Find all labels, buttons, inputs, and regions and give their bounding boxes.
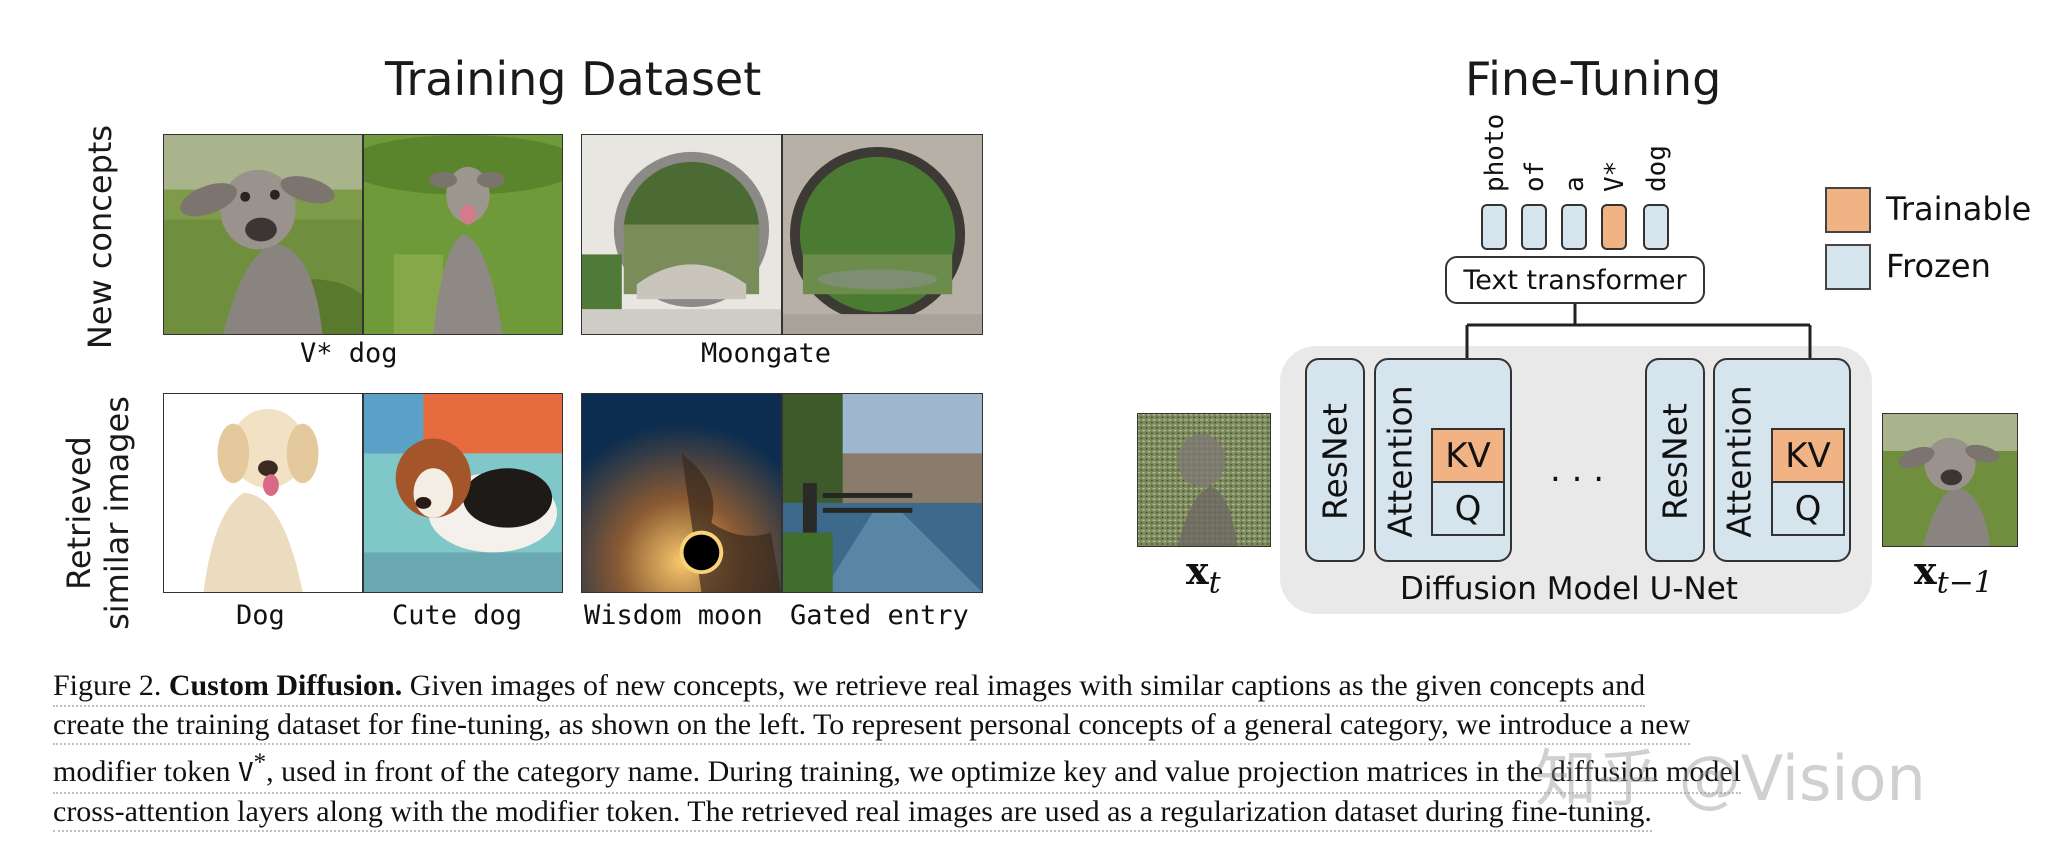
attention-label-2: Attention: [1719, 385, 1759, 538]
caption-text-1: Given images of new concepts, we retriev…: [402, 669, 1646, 702]
image-denoised-output: [1882, 413, 2018, 547]
caption-wisdom-moon: Wisdom moon: [584, 600, 763, 631]
token-photo: [1481, 204, 1507, 250]
legend-label-trainable: Trainable: [1886, 190, 2032, 228]
q-block-1: Q: [1431, 481, 1505, 536]
caption-line-4: cross-attention layers along with the mo…: [53, 794, 1652, 832]
legend-swatch-trainable: [1825, 187, 1871, 233]
fine-tuning-title: Fine-Tuning: [1465, 52, 1722, 106]
q-block-2: Q: [1771, 481, 1845, 536]
image-moongate-2: [782, 134, 983, 335]
attention-label-1: Attention: [1380, 385, 1420, 538]
x-t-label: xt: [1186, 548, 1221, 601]
caption-line-2: create the training dataset for fine-tun…: [53, 707, 1691, 745]
caption-dog: Dog: [236, 600, 285, 631]
token-of: [1521, 204, 1547, 250]
caption-line-3: modifier token V*, used in front of the …: [53, 745, 1741, 794]
text-transformer-box: Text transformer: [1445, 256, 1705, 304]
kv-block-1: KV: [1431, 428, 1505, 483]
resnet-block-1: [1305, 358, 1365, 562]
legend-swatch-frozen: [1825, 244, 1871, 290]
watermark: 知乎 @Vision: [1535, 742, 1926, 815]
caption-text-3b: , used in front of the category name. Du…: [266, 755, 1741, 788]
image-wisdom-moon: [581, 393, 782, 593]
token-dog: [1643, 204, 1669, 250]
image-cute-dog: [363, 393, 563, 593]
ellipsis: . . .: [1550, 450, 1605, 490]
caption-gated-entry: Gated entry: [790, 600, 969, 631]
image-moongate-1: [581, 134, 782, 335]
image-vdog-2: [363, 134, 563, 335]
legend-label-frozen: Frozen: [1886, 247, 1991, 285]
caption-text-3a: modifier token: [53, 755, 238, 788]
x-t-var: x: [1186, 548, 1209, 593]
token-vstar: [1601, 204, 1627, 250]
x-t-minus-1-sub: t−1: [1936, 565, 1993, 601]
caption-cute-dog: Cute dog: [392, 600, 523, 631]
kv-block-2: KV: [1771, 428, 1845, 483]
caption-modifier-sup: *: [253, 749, 267, 776]
x-t-sub: t: [1208, 565, 1221, 601]
resnet-label-1: ResNet: [1315, 403, 1355, 520]
training-dataset-title: Training Dataset: [385, 52, 762, 106]
x-t-minus-1-var: x: [1914, 548, 1937, 593]
caption-moongate: Moongate: [701, 338, 832, 369]
image-gated-entry: [782, 393, 983, 593]
caption-figure-number: Figure 2.: [53, 669, 162, 702]
resnet-block-2: [1645, 358, 1705, 562]
unet-label: Diffusion Model U-Net: [1400, 571, 1738, 607]
caption-line-1: Figure 2. Custom Diffusion. Given images…: [53, 668, 1646, 707]
figure-caption: Figure 2. Custom Diffusion. Given images…: [53, 668, 2033, 832]
caption-vdog: V* dog: [300, 338, 398, 369]
image-noisy-input: [1137, 413, 1271, 547]
token-a: [1561, 204, 1587, 250]
x-t-minus-1-label: xt−1: [1914, 548, 1993, 601]
caption-modifier-token: V: [237, 758, 254, 788]
image-dog: [163, 393, 363, 593]
resnet-label-2: ResNet: [1655, 403, 1695, 520]
image-vdog-1: [163, 134, 363, 335]
caption-bold-title: Custom Diffusion.: [168, 669, 403, 702]
